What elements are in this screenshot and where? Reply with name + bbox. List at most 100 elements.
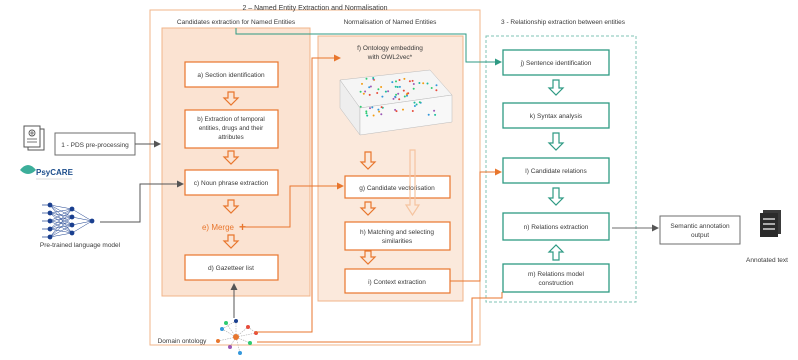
embedding-point <box>395 110 398 113</box>
arrow-j-to-k-icon <box>547 79 565 96</box>
embedding-point <box>398 79 401 81</box>
step-f-line-1: f) Ontology embedding <box>357 45 423 52</box>
network-node <box>47 226 53 232</box>
embedding-point <box>394 95 397 98</box>
embedding-point <box>418 101 421 104</box>
embedding-point <box>422 82 425 85</box>
ontology-to-embedding-arrow <box>255 54 341 333</box>
embedding-point <box>434 113 437 116</box>
embedding-point <box>372 77 375 79</box>
ontology-node <box>216 339 220 343</box>
normalisation-panel-title: Normalisation of Named Entities <box>344 19 438 26</box>
network-node <box>69 214 75 220</box>
preprocessing-label: 1 - PDS pre-processing <box>61 142 129 149</box>
step-n-label: n) Relations extraction <box>524 224 589 231</box>
ontology-node <box>246 325 250 329</box>
arrow-k-to-l-icon <box>547 132 565 151</box>
embedding-point <box>394 108 397 111</box>
embedding-point <box>377 88 380 91</box>
merge-to-vectorisation-arrow <box>244 182 344 228</box>
embedding-point <box>395 80 397 83</box>
step-f-line-2: with OWL2vec* <box>367 54 413 61</box>
step-n-box: n) Relations extraction <box>502 212 610 241</box>
step-m-line-1: m) Relations model <box>528 271 585 278</box>
step-b-line-1: b) Extraction of temporal <box>197 116 264 123</box>
normalisation-panel: Normalisation of Named Entities <box>317 19 464 302</box>
embedding-point <box>365 77 368 80</box>
embedding-point <box>406 94 408 97</box>
embedding-point <box>380 113 383 116</box>
arrow-f-to-g-icon <box>359 151 377 170</box>
embedding-point <box>361 82 363 85</box>
embedding-point <box>411 110 414 112</box>
step-f: f) Ontology embedding with OWL2vec* <box>339 45 453 136</box>
step-l-box: l) Candidate relations <box>502 157 610 184</box>
step-a-box: a) Section identification <box>184 61 279 88</box>
language-model-to-noun-phrase-arrow <box>100 180 184 223</box>
arrow-c-to-e-icon <box>222 199 240 214</box>
step-i-label: i) Context extraction <box>368 279 426 286</box>
semantic-output-line-1: Semantic annotation <box>670 223 730 230</box>
ontology-to-h-arrow-icon <box>404 149 421 217</box>
section2-to-sentence-id-arrow <box>235 28 502 66</box>
annotated-document-icon <box>760 210 781 237</box>
arrow-e-to-d-icon <box>222 234 240 249</box>
embedding-point <box>413 105 416 107</box>
step-c-label: c) Noun phrase extraction <box>194 180 269 187</box>
embedding-point <box>402 89 405 92</box>
embedding-point <box>366 114 369 117</box>
network-node <box>47 202 53 208</box>
step-b-box: b) Extraction of temporal entities, drug… <box>184 109 279 149</box>
embedding-point <box>407 92 410 95</box>
network-node <box>69 222 75 228</box>
arrow-a-to-b-icon <box>222 91 240 106</box>
step-a-label: a) Section identification <box>197 72 265 79</box>
step-d-box: d) Gazetteer list <box>184 254 279 281</box>
semantic-output-box: Semantic annotation output <box>659 215 741 245</box>
embedding-point <box>371 106 374 109</box>
embedding-point <box>362 92 365 95</box>
embedding-point <box>430 87 433 89</box>
domain-ontology-graph-icon <box>216 319 258 355</box>
ontology-node <box>238 351 242 355</box>
embedding-point <box>364 90 367 93</box>
annotated-text-label: Annotated text <box>746 257 788 264</box>
embedding-point <box>369 85 372 88</box>
embedding-point <box>391 81 394 84</box>
section-3-frame: 3 - Relationship extraction between enti… <box>485 19 637 303</box>
embedding-point <box>381 95 384 98</box>
psycare-logo-text: PsyCARE <box>36 168 74 177</box>
embedding-point <box>426 82 429 85</box>
embedding-point <box>402 108 404 111</box>
step-l-label: l) Candidate relations <box>525 168 587 175</box>
network-node <box>69 206 75 212</box>
ontology-node <box>220 327 224 331</box>
preprocessing-box: 1 - PDS pre-processing <box>54 132 136 156</box>
ontology-node <box>233 334 239 340</box>
arrow-g-to-h-icon <box>359 201 377 216</box>
section-2-title: 2 – Named Entity Extraction and Normalis… <box>242 5 387 12</box>
embedding-point <box>418 82 421 84</box>
embedding-point <box>368 93 371 96</box>
embedding-point <box>412 83 415 85</box>
embedding-point <box>380 86 383 88</box>
step-g-box: g) Candidate vectorisation <box>344 175 451 199</box>
pds-document-icon <box>23 125 45 151</box>
network-node <box>47 218 53 224</box>
step-k-box: k) Syntax analysis <box>502 102 610 129</box>
step-j-label: j) Sentence identification <box>520 60 592 67</box>
ontology-node <box>234 319 238 323</box>
embedding-point <box>435 84 438 87</box>
step-i-box: i) Context extraction <box>344 268 451 294</box>
arrow-l-to-n-icon <box>547 187 565 206</box>
relations-flow-arrows <box>547 79 565 261</box>
ontology-node <box>224 321 228 325</box>
embedding-point <box>378 110 381 113</box>
embedding-point <box>411 79 414 82</box>
embedding-point <box>377 108 380 111</box>
embedding-point <box>435 89 438 92</box>
candidate-flow-arrows <box>222 91 240 249</box>
section-3-title: 3 - Relationship extraction between enti… <box>501 19 626 26</box>
step-k-label: k) Syntax analysis <box>530 113 583 120</box>
embedding-point <box>376 92 379 94</box>
